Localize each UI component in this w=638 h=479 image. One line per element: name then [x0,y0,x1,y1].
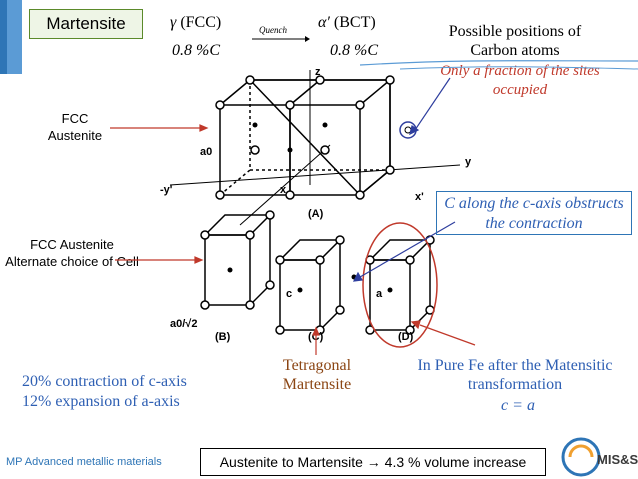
slide-title: Martensite [29,9,143,39]
right-carbon: 0.8 %C [330,42,378,59]
fcc-alt-label: FCC Austenite Alternate choice of Cell [5,237,139,269]
label-a: (A) [308,208,324,220]
c-label: c [286,288,292,300]
label-d: (D) [398,331,414,343]
logo-text: MIS&S [597,452,638,467]
decorative-lines [360,60,638,70]
axis-x: x [280,184,287,196]
left-accent-bar-dark [0,0,7,74]
a-label: a [376,288,383,300]
a0-label: a0 [200,146,212,158]
axis-y: y [465,156,472,168]
tetragonal-label: Tetragonal Martensite [282,357,352,393]
quench-label: Quench [259,25,287,35]
fcc-austenite-label: FCC Austenite [47,111,103,143]
footer-summary: Austenite to Martensite → 4.3 % volume i… [200,448,546,476]
pure-fe-note: In Pure Fe after the Matensitic transfor… [417,357,613,393]
equation-left-top: γ (FCC) [170,14,221,32]
logo-icon [561,437,601,477]
fcc-phase: (FCC) [180,14,222,31]
c-axis-note: C along the c-axis obstructs the contrac… [436,191,632,235]
equation-right-top: α′ (BCT) [318,14,376,32]
axis-z: z [315,66,321,78]
alpha-symbol: α′ [318,14,330,31]
expansion-text: 12% expansion of a-axis [22,393,180,410]
contraction-text: 20% contraction of c-axis [22,373,187,390]
footer-course: MP Advanced metallic materials [6,456,162,468]
left-carbon: 0.8 %C [172,42,220,59]
bct-phase: (BCT) [333,14,376,31]
axis-x-prime: x' [415,191,424,203]
quench-arrow [252,36,310,42]
a0-root2-label: a0/√2 [170,318,197,330]
gamma-symbol: γ [170,14,177,31]
c-equals-a: c = a [501,397,535,414]
axis-neg-y: -y' [160,184,173,196]
possible-positions-label: Possible positions of Carbon atoms [448,23,582,59]
label-b: (B) [215,331,231,343]
